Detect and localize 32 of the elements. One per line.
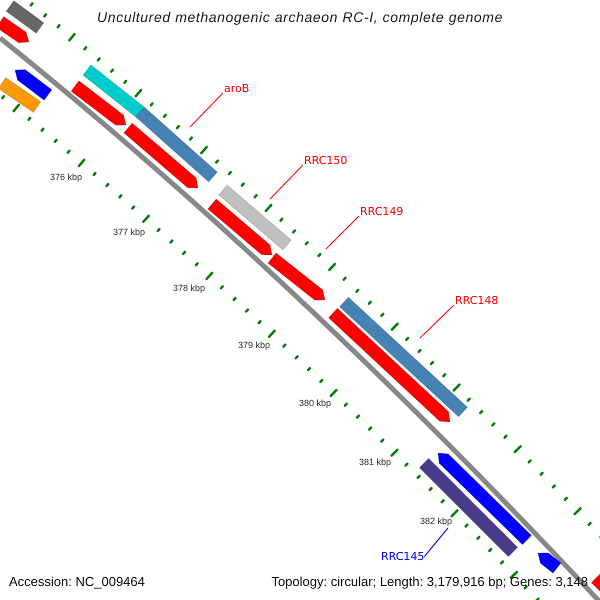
gene-feature [70, 80, 127, 126]
gene-feature [207, 198, 273, 256]
gene-feature [6, 0, 44, 34]
gene-feature [0, 76, 42, 114]
gene-feature [123, 122, 199, 189]
gene-label: aroB [224, 82, 250, 95]
gene-label: RRC149 [360, 205, 404, 218]
leader-line [424, 528, 448, 557]
gene-feature [537, 552, 562, 574]
gene-feature [82, 64, 145, 118]
gene-feature [437, 452, 532, 546]
tick-label: 377 kbp [113, 227, 146, 237]
title: Uncultured methanogenic archaeon RC-I, complete genome [96, 9, 504, 25]
tick-label: 378 kbp [173, 283, 206, 293]
footer-text: Topology: circular; Length: 3,179,916 bp; Genes: 3,148 [271, 574, 588, 589]
gene-label: RRC150 [304, 154, 348, 167]
leader-line [326, 216, 360, 250]
gene-feature [14, 69, 53, 101]
gene-feature [218, 184, 292, 251]
gene-feature [0, 16, 30, 44]
gene-label: RRC148 [455, 294, 498, 307]
leader-line [420, 304, 454, 338]
tick-label: 376 kbp [50, 172, 82, 182]
tick-label: 380 kbp [299, 398, 332, 408]
tick-label: 381 kbp [359, 457, 392, 467]
tick-label: 379 kbp [238, 340, 270, 350]
gene-feature [135, 106, 218, 183]
tick-label: 382 kbp [420, 516, 452, 526]
footer-text: Accession: NC_009464 [9, 574, 145, 589]
gene-feature [267, 252, 326, 301]
leader-line [270, 164, 304, 200]
gene-label: RRC145 [381, 550, 424, 563]
